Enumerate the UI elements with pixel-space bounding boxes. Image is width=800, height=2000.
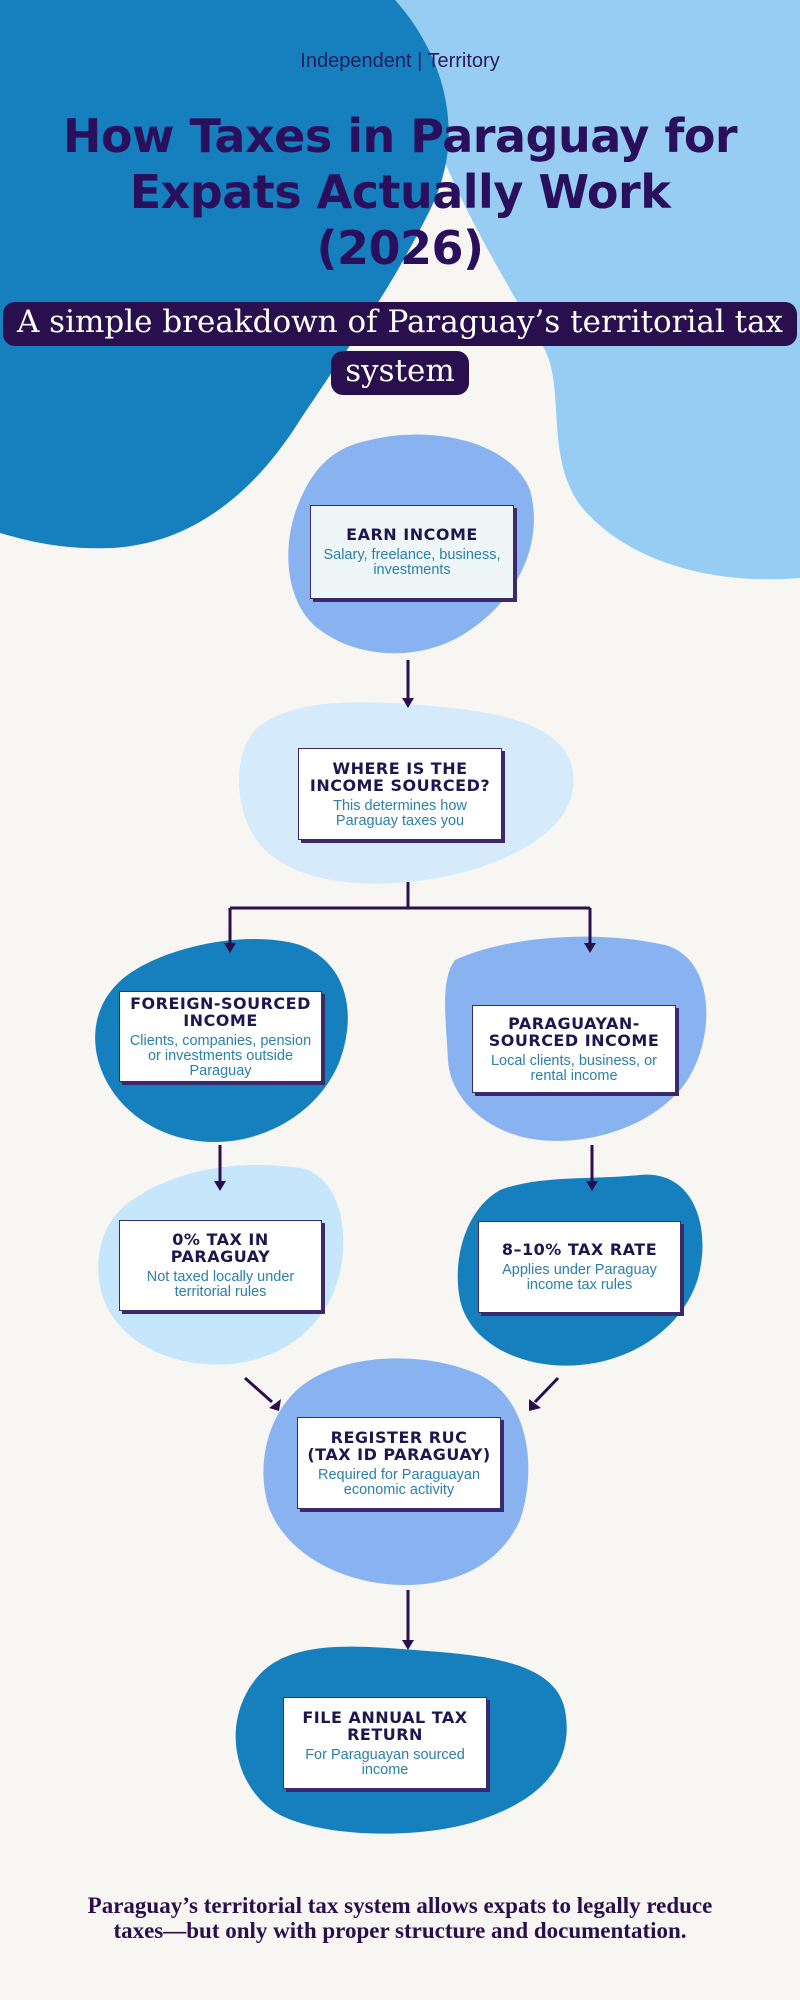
card-description: Clients, companies, pension or investmen…: [129, 1032, 312, 1079]
card-title: WHERE IS THE INCOME SOURCED?: [309, 758, 491, 795]
page-subtitle: A simple breakdown of Paraguay’s territo…: [0, 298, 800, 396]
footer-note: Paraguay’s territorial tax system allows…: [87, 1893, 713, 1943]
card-description: Salary, freelance, business, investments: [323, 547, 501, 578]
arrowhead-zero: [214, 1181, 226, 1191]
card-paraguayan-income: PARAGUAYAN-SOURCED INCOME Local clients,…: [472, 1005, 676, 1093]
card-title: EARN INCOME: [346, 525, 478, 544]
card-description: This determines how Paraguay taxes you: [333, 797, 467, 829]
card-tax-rate: 8–10% TAX RATE Applies under Paraguay in…: [478, 1221, 681, 1313]
arrowhead-rate-ruc: [529, 1399, 541, 1411]
arrowhead-file: [402, 1640, 414, 1650]
subtitle-text: A simple breakdown of Paraguay’s territo…: [2, 302, 798, 395]
arrowhead-zero-ruc: [269, 1399, 281, 1411]
arrow-zero-to-ruc: [244, 1376, 273, 1404]
card-earn-income: EARN INCOME Salary, freelance, business,…: [310, 505, 514, 599]
card-zero-tax: 0% TAX IN PARAGUAY Not taxed locally und…: [119, 1220, 322, 1311]
card-description: Applies under Paraguay income tax rules: [502, 1262, 657, 1293]
card-income-source: WHERE IS THE INCOME SOURCED? This determ…: [298, 748, 502, 840]
card-title: REGISTER RUC (TAX ID PARAGUAY): [307, 1427, 491, 1464]
card-file-return: FILE ANNUAL TAX RETURN For Paraguayan so…: [283, 1697, 487, 1789]
arrowhead-source: [402, 698, 414, 708]
card-title: 8–10% TAX RATE: [501, 1240, 658, 1259]
card-title: 0% TAX IN PARAGUAY: [170, 1230, 271, 1266]
card-foreign-income: FOREIGN-SOURCED INCOME Clients, companie…: [119, 991, 322, 1082]
brand-name: Independent | Territory: [300, 50, 500, 72]
arrow-rate-to-ruc: [533, 1376, 560, 1404]
card-title: FOREIGN-SOURCED INCOME: [130, 993, 311, 1030]
card-register-ruc: REGISTER RUC (TAX ID PARAGUAY) Required …: [297, 1417, 501, 1509]
card-description: Not taxed locally under territorial rule…: [146, 1269, 295, 1300]
card-description: For Paraguayan sourced income: [305, 1746, 465, 1778]
arrowhead-left: [224, 943, 236, 953]
card-title: FILE ANNUAL TAX RETURN: [302, 1707, 468, 1744]
arrowhead-rate: [586, 1181, 598, 1191]
arrowhead-right: [584, 943, 596, 953]
card-description: Local clients, business, or rental incom…: [490, 1052, 658, 1084]
page-title: How Taxes in Paraguay for Expats Actuall…: [62, 109, 738, 275]
card-description: Required for Paraguayan economic activit…: [317, 1466, 481, 1498]
card-title: PARAGUAYAN-SOURCED INCOME: [488, 1013, 660, 1050]
header-blob-light: [385, 0, 800, 580]
header-blob-dark: [0, 0, 449, 549]
